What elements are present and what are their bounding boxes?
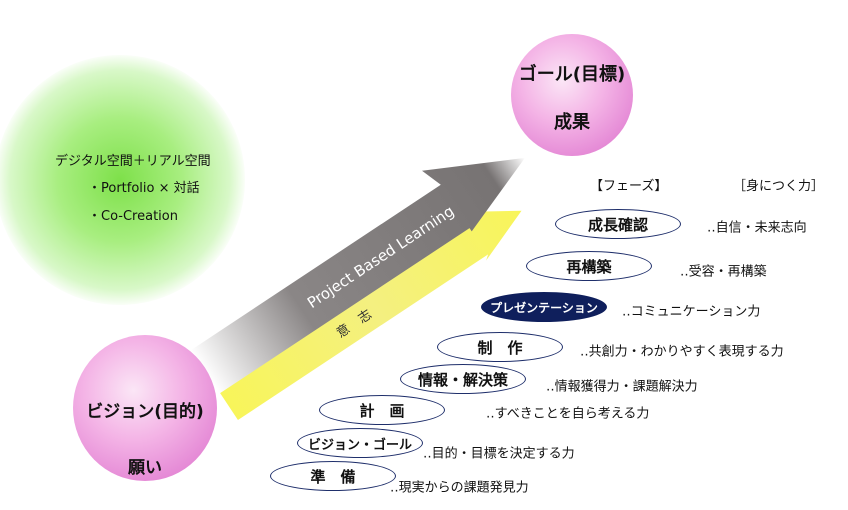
phase-info-solution: 情報・解決策	[400, 364, 526, 394]
skill-growth-check: ‥自信・未来志向	[707, 220, 807, 236]
phase-vision-goal: ビジョン・ゴール	[297, 428, 423, 458]
green-line-2: ・Portfolio × 対話	[88, 181, 200, 196]
skill-reconstruct: ‥受容・再構築	[680, 264, 767, 280]
phase-production: 制 作	[437, 332, 563, 362]
phase-header: 【フェーズ】	[590, 179, 668, 194]
skill-planning: ‥すべきことを自ら考える力	[486, 406, 650, 422]
skill-info-solution: ‥情報獲得力・課題解決力	[546, 379, 698, 395]
vision-title: ビジョン(目的)	[86, 402, 204, 422]
skill-header: ［身につく力］	[733, 179, 825, 194]
skill-vision-goal: ‥目的・目標を決定する力	[423, 446, 575, 462]
phase-growth-check: 成長確認	[555, 209, 681, 239]
skill-preparation: ‥現実からの課題発見力	[390, 480, 529, 496]
digital-real-space-area	[0, 55, 245, 305]
phase-preparation: 準 備	[270, 461, 396, 491]
vision-subtitle: 願い	[128, 458, 162, 478]
skill-presentation: ‥コミュニケーション力	[622, 304, 761, 320]
phase-presentation: プレゼンテーション	[481, 292, 607, 322]
phase-reconstruct: 再構築	[526, 251, 652, 281]
skill-production: ‥共創力・わかりやすく表現する力	[580, 344, 784, 360]
goal-title: ゴール(目標)	[518, 64, 626, 85]
phase-planning: 計 画	[319, 395, 445, 425]
green-line-1: デジタル空間＋リアル空間	[55, 154, 211, 169]
goal-subtitle: 成果	[554, 112, 590, 133]
green-line-3: ・Co-Creation	[88, 209, 178, 224]
vision-circle: ビジョン(目的) 願い	[73, 335, 217, 481]
goal-circle: ゴール(目標) 成果	[511, 34, 633, 156]
